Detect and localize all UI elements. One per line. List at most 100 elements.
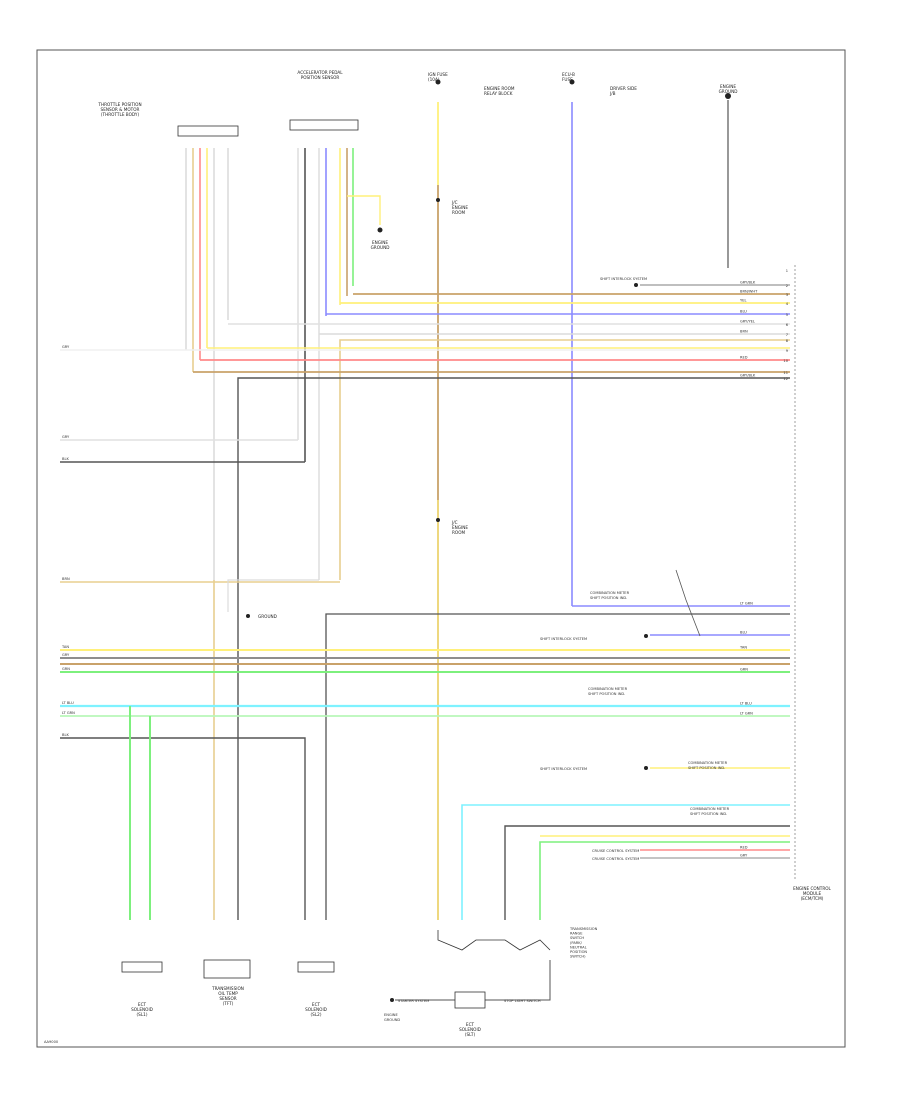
ecm-pin-10: 10 [783,359,788,363]
label-shift-lock-2: SHIFT INTERLOCK SYSTEM [540,637,587,641]
label-starter-note: STARTER SYSTEM [398,999,429,1003]
wire-code-1: BRN/WHT [740,290,758,294]
wire-code-7: GRY/BLK [740,374,756,378]
ground-mid-dot [377,227,383,233]
bottom-comp-2 [203,959,251,979]
label-shift-lock-1: SHIFT INTERLOCK SYSTEM [600,277,647,281]
left-wire-label-8: LT GRN [62,711,75,715]
shift-dot-1 [634,283,638,287]
wire-code-6: RED [740,356,748,360]
wire-code-15: GRY [740,854,748,858]
wire-code-2: YEL [740,299,746,303]
label-bottom-switch: STOP LIGHT SWITCH [504,999,541,1003]
wire-lr-cyan [461,804,790,920]
wire-code-3: BLU [740,310,747,314]
ecm-pin-5: 5 [786,313,788,317]
wire-code-8: LT GRN [740,602,753,606]
wire-code-9: BLU [740,631,747,635]
label-clutch-note-2: CRUISE CONTROL SYSTEM [592,857,639,861]
label-clutch-note-1: CRUISE CONTROL SYSTEM [592,849,639,853]
ecm-pin-11: 11 [783,371,788,375]
wire-code-11: GRN [740,668,748,672]
wire-code-4: GRY/YEL [740,320,755,324]
left-wire-label-2: BLK [62,457,69,461]
left-wire-label-6: GRN [62,667,70,671]
trans-switch-contacts [437,930,551,951]
bottom-switch-box [454,991,486,1009]
left-wire-label-7: LT BLU [62,701,74,705]
junction-dot-1 [436,198,440,202]
wire-code-12: LT BLU [740,702,752,706]
wire-lr-green [539,841,790,920]
wire-h-7 [339,339,790,580]
ecm-pin-8: 8 [786,339,789,343]
label-fuse-1: IGN FUSE(10A) [428,72,448,82]
ecm-pin-2: 2 [786,284,788,288]
wire-lr-gray [504,825,790,920]
wire-lower-blk [60,737,306,920]
left-wire-label-4: TAN [61,645,69,649]
wire-code-13: LT GRN [740,712,753,716]
bottom-comp-3 [297,961,335,973]
left-wire-label-0: GRY [62,345,70,349]
left-wire-label-3: BRN [62,577,70,581]
ecm-pin-3: 3 [786,293,788,297]
fuse1-dot [435,79,441,85]
left-wire-label-9: BLK [62,733,69,737]
wire-h-12 [237,377,790,920]
junction-dot-2 [436,518,440,522]
ecm-pin-4: 4 [786,302,789,306]
shift-dot-3 [644,766,648,770]
left-wire-label-5: GRY [62,653,70,657]
ecm-pin-6: 6 [786,323,789,327]
top-left-connector [177,125,239,137]
wire-code-5: BRN [740,330,748,334]
bottom-switch-dot [390,998,394,1002]
ecm-pin-9: 9 [786,349,789,353]
wire-code-0: GRY/BLK [740,281,756,285]
fuse2-dot [569,79,575,85]
wire-bottom-switch-2 [485,960,551,1001]
wire-junction-mid [325,613,790,920]
left-wire-label-1: GRY [62,435,70,439]
diagram-frame [36,49,846,1048]
ground-top-dot [725,93,731,99]
ecm-pin-12: 12 [783,377,788,381]
wire-code-14: RED [740,846,748,850]
wire-code-10: TAN [739,646,747,650]
wire-tm3-down [227,579,319,612]
wire-shift-line [675,569,701,637]
shift-dot-2 [644,634,648,638]
bottom-comp-1 [121,961,163,973]
ground-left-dot [246,614,250,618]
label-shift-lock-3: SHIFT INTERLOCK SYSTEM [540,767,587,771]
top-mid-connector [289,119,359,131]
label-footer-code: AA9000 [44,1040,59,1044]
ecm-pin-1: 1 [786,269,788,273]
label-ground: GROUND [258,614,277,619]
ecm-pin-7: 7 [786,333,788,337]
wire-tm-to-ground [347,195,381,225]
